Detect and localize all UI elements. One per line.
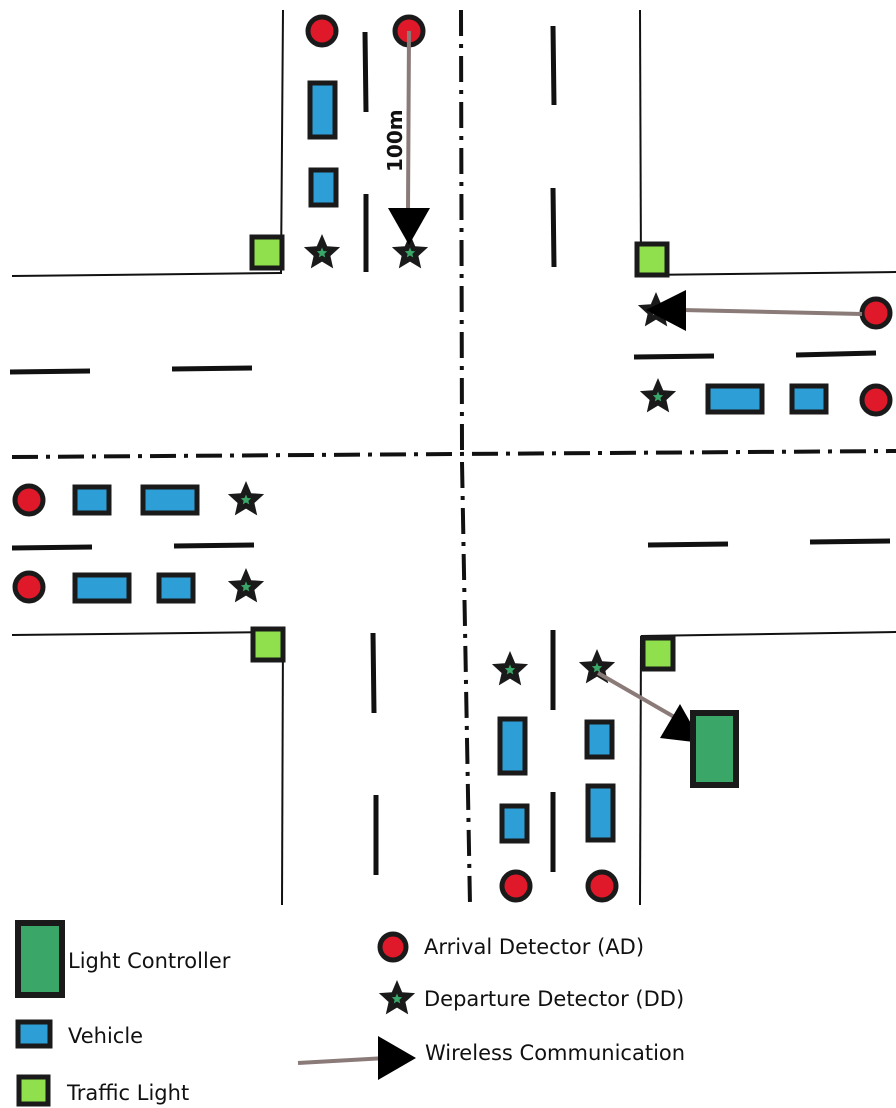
legend-controller-label: Light Controller (68, 949, 231, 973)
departure-detector (303, 234, 341, 269)
legend-vehicle-label: Vehicle (68, 1024, 143, 1048)
legend-arrival-icon (377, 931, 409, 963)
wireless-arrowhead (646, 290, 686, 331)
legend-departure-icon (378, 980, 416, 1015)
legend-departure-label: Departure Detector (DD) (424, 987, 684, 1011)
traffic-lights (249, 234, 676, 672)
legend: Light Controller Vehicle Traffic Light A… (15, 920, 685, 1107)
vehicle (705, 383, 765, 415)
vehicle (585, 783, 616, 843)
wireless-link (406, 30, 411, 213)
vehicle (140, 484, 200, 516)
vehicle (499, 803, 530, 844)
arrival-detector (859, 296, 893, 330)
arrival-detector (12, 483, 46, 517)
traffic-light-sw (250, 626, 286, 663)
wireless-link (597, 671, 677, 720)
arrival-detector (859, 383, 893, 417)
legend-vehicle-swatch (15, 1019, 53, 1049)
arrival-detector (585, 869, 619, 903)
arrival-detector (499, 869, 533, 903)
wireless-links (388, 30, 863, 743)
vehicle (308, 167, 339, 208)
light-controller (690, 710, 739, 788)
vehicle (156, 572, 196, 604)
vehicle (497, 716, 528, 776)
lane-dashes (9, 25, 891, 875)
departure-detector (227, 481, 265, 516)
wireless-arrowhead (388, 208, 430, 245)
vehicle (584, 719, 615, 760)
vehicle (789, 383, 829, 415)
vehicles (72, 80, 829, 844)
departure-detectors (227, 234, 677, 686)
legend-traffic-light-label: Traffic Light (66, 1081, 189, 1105)
legend-traffic-light-swatch (16, 1074, 51, 1107)
vehicle (72, 572, 132, 604)
traffic-light-nw (249, 234, 285, 271)
vehicle (307, 80, 338, 140)
departure-detector (227, 568, 265, 603)
arrival-detector (12, 570, 46, 604)
legend-arrival-label: Arrival Detector (AD) (424, 935, 644, 959)
distance-label: 100m (383, 109, 407, 172)
center-lines (11, 9, 896, 906)
traffic-light-se (640, 635, 676, 672)
traffic-light-ne (634, 241, 670, 278)
road-edges (11, 9, 896, 906)
vehicle (72, 484, 112, 516)
arrival-detector (305, 14, 339, 48)
departure-detector (639, 378, 677, 413)
legend-controller-swatch (15, 920, 65, 998)
legend-wireless-arrowhead (378, 1036, 416, 1080)
departure-detector (491, 651, 529, 686)
legend-wireless-label: Wireless Communication (425, 1041, 685, 1065)
legend-wireless-line (297, 1056, 387, 1065)
wireless-link (681, 308, 863, 316)
arrival-detectors (12, 14, 893, 903)
